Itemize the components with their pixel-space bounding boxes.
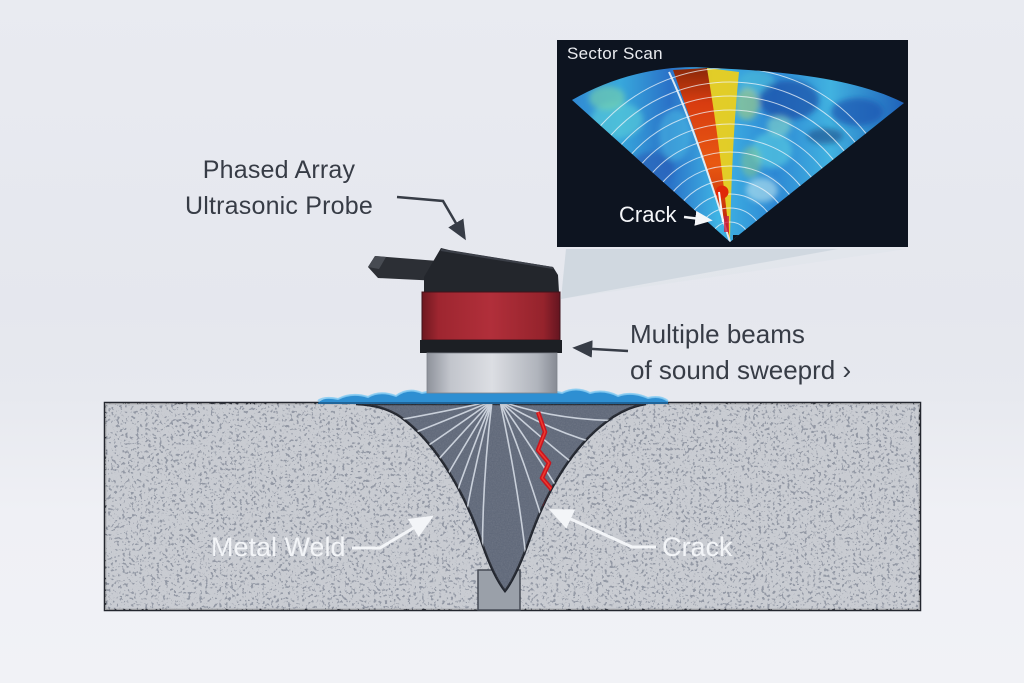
- sector-scan-inset: Sector Scan Crack: [557, 40, 908, 247]
- beams-label: Multiple beams of sound sweeprd ›: [630, 316, 890, 388]
- probe-arrow: [396, 195, 466, 241]
- probe-band-black: [420, 340, 562, 353]
- weld-arrow: [352, 515, 434, 550]
- scan-red-indication: [715, 185, 729, 199]
- probe-label: Phased Array Ultrasonic Probe: [148, 152, 410, 224]
- callout-wedge: [561, 249, 906, 299]
- sector-fan: [572, 67, 904, 243]
- probe-body-red: [421, 291, 561, 341]
- crack-label: Crack: [662, 532, 733, 562]
- inset-title: Sector Scan: [567, 44, 663, 63]
- probe-label-line1: Phased Array: [202, 156, 356, 184]
- couplant-water: [317, 388, 669, 404]
- crack-arrow: [548, 509, 656, 549]
- probe-wedge-silver: [426, 352, 558, 394]
- beams-label-line2: of sound sweeprd ›: [630, 355, 852, 385]
- beams-label-line1: Multiple beams: [630, 319, 805, 349]
- beams-arrow: [572, 340, 629, 358]
- probe-connector-tip: [368, 256, 386, 269]
- probe-label-line2: Ultrasonic Probe: [184, 192, 373, 220]
- probe-connector: [368, 256, 440, 281]
- probe: [368, 248, 562, 394]
- inset-crack-arrow: [683, 191, 724, 226]
- weld-label: Metal Weld: [211, 532, 346, 562]
- inset-crack-label: Crack: [619, 202, 677, 227]
- probe-cap-black: [424, 248, 559, 292]
